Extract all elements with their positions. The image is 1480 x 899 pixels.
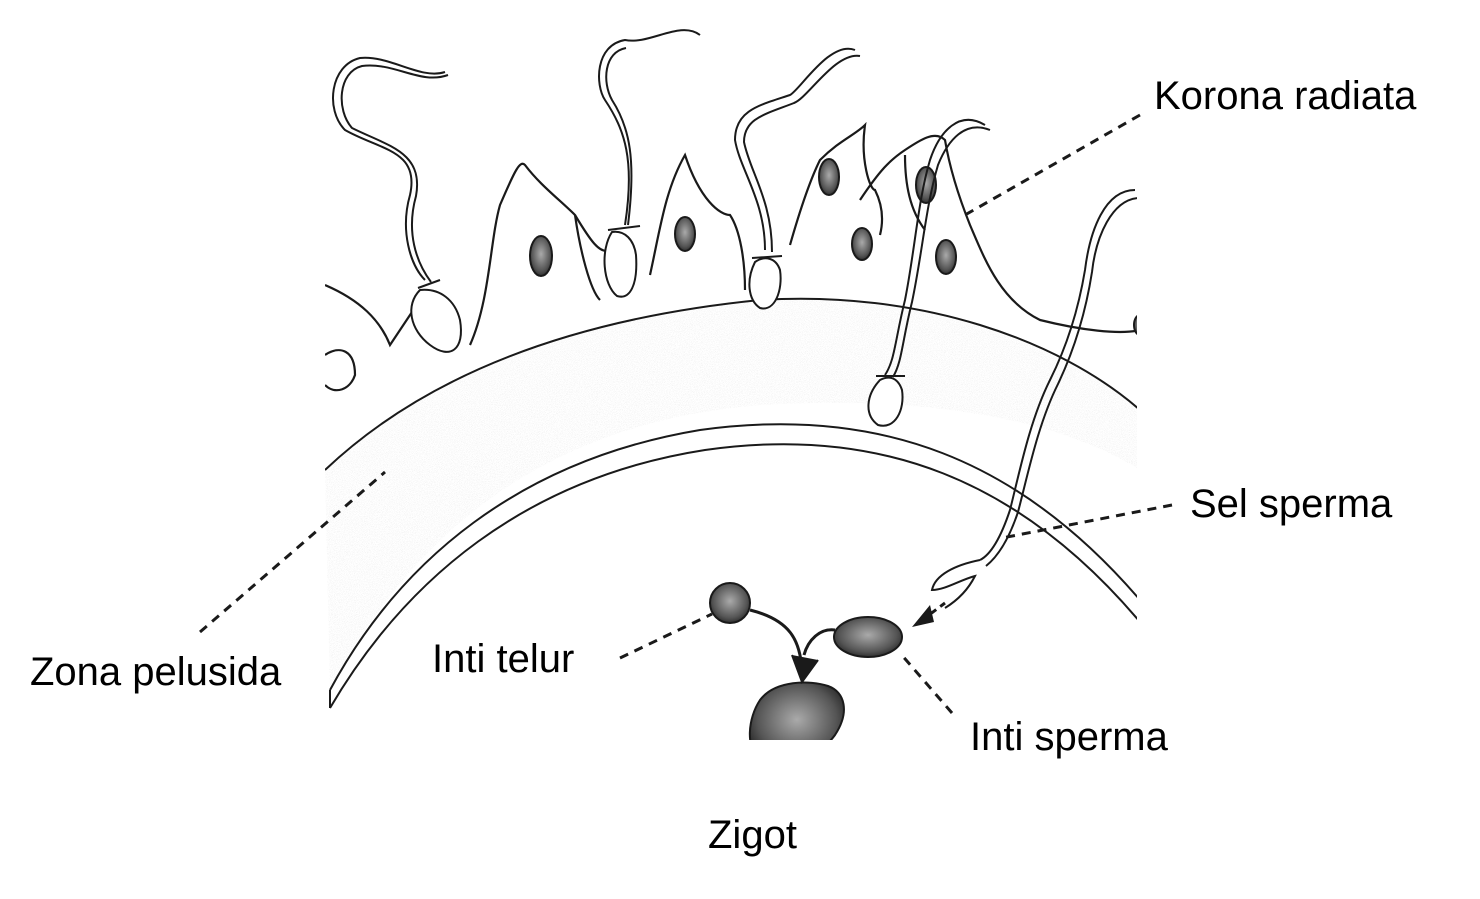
sperm-cells bbox=[332, 29, 1137, 609]
leader-korona bbox=[964, 113, 1141, 217]
zygote bbox=[748, 681, 845, 740]
leader-inti-sperma bbox=[898, 652, 954, 714]
label-zona-pelusida: Zona pelusida bbox=[30, 650, 282, 694]
label-sel-sperma: Sel sperma bbox=[1190, 482, 1393, 526]
leader-zona bbox=[199, 470, 386, 634]
label-zigot: Zigot bbox=[708, 813, 797, 857]
leader-lines bbox=[199, 113, 1173, 714]
leader-inti-telur bbox=[619, 612, 713, 660]
label-inti-telur: Inti telur bbox=[432, 637, 575, 681]
entry-arrow bbox=[912, 601, 946, 627]
egg-cell-artwork bbox=[325, 29, 1137, 740]
egg-nucleus bbox=[709, 582, 751, 624]
label-korona-radiata: Korona radiata bbox=[1154, 74, 1417, 118]
leader-sel-sperma bbox=[1001, 503, 1173, 540]
nuclei-and-zygote bbox=[709, 582, 903, 740]
zona-pelusida-band bbox=[325, 297, 1137, 690]
label-inti-sperma: Inti sperma bbox=[970, 715, 1168, 759]
korona-radiata-cells bbox=[325, 121, 1137, 392]
sperm-nucleus bbox=[833, 616, 903, 658]
